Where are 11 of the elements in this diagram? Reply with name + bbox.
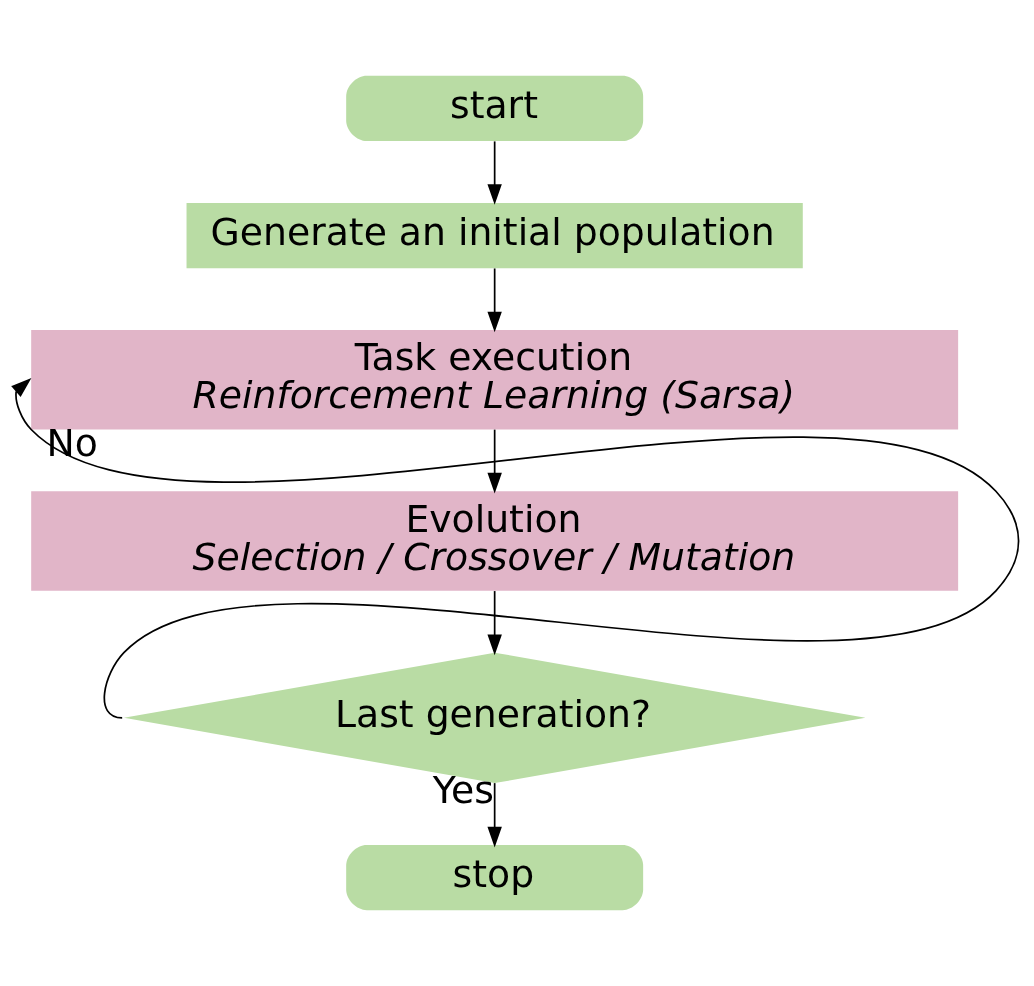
arrow xyxy=(487,140,502,205)
node-box: start xyxy=(346,75,644,142)
arrow xyxy=(487,590,502,656)
node-box: Generate an initial population xyxy=(186,202,803,269)
node-box: stop xyxy=(346,844,644,911)
node-box: Task execution Reinforcement Learning (Sarsa) xyxy=(31,329,959,430)
arrow xyxy=(487,782,502,848)
node-box: Evolution Selection / Crossover / Mutation xyxy=(31,491,959,591)
arrow xyxy=(487,428,502,494)
arrow xyxy=(487,267,502,333)
arrow xyxy=(11,378,1020,719)
